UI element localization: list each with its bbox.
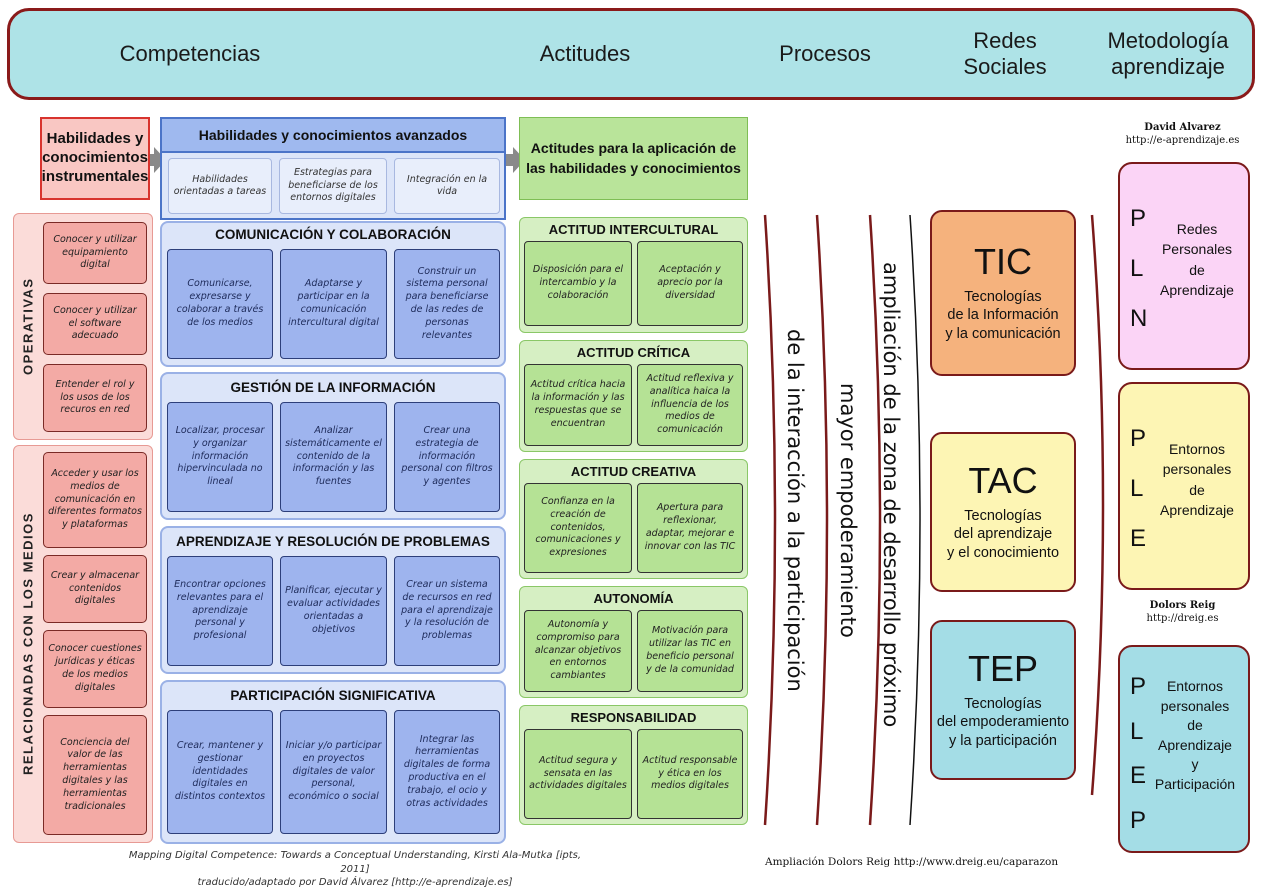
list-item: Conciencia del valor de las herramientas…	[43, 715, 147, 835]
group-title: GESTIÓN DE LA INFORMACIÓN	[230, 379, 436, 395]
header-procesos: Procesos	[779, 40, 871, 66]
header-redes-sociales: Redes Sociales	[963, 27, 1047, 79]
list-item: Crear una estrategia de información pers…	[394, 402, 500, 512]
actitudes-title: Actitudes para la aplicación de las habi…	[519, 117, 748, 200]
credit-david: David Alvarez http://e-aprendizaje.es	[1125, 122, 1240, 146]
net-acronym: TAC	[968, 459, 1038, 501]
arrow-right-icon	[140, 147, 166, 173]
group-title: ACTITUD CRÍTICA	[576, 344, 691, 360]
group-title: COMUNICACIÓN Y COLABORACIÓN	[215, 226, 451, 242]
process-brackets	[763, 214, 921, 826]
list-item: Actitud responsable y ética en los medio…	[637, 729, 743, 819]
group-title: RESPONSABILIDAD	[570, 709, 697, 725]
list-item: Crear y almacenar contenidos digitales	[43, 555, 147, 623]
list-item: Motivación para utilizar las TIC en bene…	[637, 610, 743, 692]
list-item: Crear, mantener y gestionar identidades …	[167, 710, 273, 834]
list-item: Construir un sistema personal para benef…	[394, 249, 500, 359]
list-item: Conocer y utilizar equipamiento digital	[43, 222, 147, 284]
list-item: Acceder y usar los medios de comunicació…	[43, 452, 147, 548]
group-title: AUTONOMÍA	[593, 590, 674, 606]
list-item: Analizar sistemáticamente el contenido d…	[280, 402, 387, 512]
list-item: Adaptarse y participar en la comunicació…	[280, 249, 387, 359]
operativas-label: OPERATIVAS	[20, 277, 36, 376]
list-item: Integrar las herramientas digitales de f…	[394, 710, 500, 834]
credit-dolors: Dolors Reig http://dreig.es	[1146, 600, 1219, 624]
avanzados-sub: Estrategias para beneficiarse de los ent…	[279, 158, 387, 214]
medios-label: RELACIONADAS CON LOS MEDIOS	[20, 512, 36, 776]
list-item: Aceptación y aprecio por la diversidad	[637, 241, 743, 326]
net-acronym: TEP	[967, 647, 1038, 689]
footer-citation: Mapping Digital Competence: Towards a Co…	[128, 850, 582, 888]
list-item: Conocer cuestiones jurídicas y éticas de…	[43, 630, 147, 708]
list-item: Localizar, procesar y organizar informac…	[167, 402, 273, 512]
group-title: ACTITUD INTERCULTURAL	[548, 221, 719, 237]
list-item: Actitud reflexiva y analítica haica la i…	[637, 364, 743, 446]
list-item: Comunicarse, expresarse y colaborar a tr…	[167, 249, 273, 359]
avanzados-title: Habilidades y conocimientos avanzados	[160, 117, 506, 153]
list-item: Encontrar opciones relevantes para el ap…	[167, 556, 273, 666]
list-item: Planificar, ejecutar y evaluar actividad…	[280, 556, 387, 666]
avanzados-sub: Integración en la vida	[394, 158, 500, 214]
net-acronym: TIC	[974, 240, 1032, 282]
list-item: Iniciar y/o participar en proyectos digi…	[280, 710, 387, 834]
header-actitudes: Actitudes	[539, 40, 631, 66]
group-title: PARTICIPACIÓN SIGNIFICATIVA	[230, 687, 436, 703]
list-item: Confianza en la creación de contenidos, …	[524, 483, 632, 573]
process-text: mayor empoderamiento	[836, 382, 860, 638]
list-item: Entender el rol y los usos de los recuro…	[43, 364, 147, 432]
footer-ampliacion: Ampliación Dolors Reig http://www.dreig.…	[765, 856, 1059, 868]
list-item: Conocer y utilizar el software adecuado	[43, 293, 147, 355]
process-text: de la interacción a la participación	[783, 328, 807, 692]
process-text: ampliación de la zona de desarrollo próx…	[879, 262, 903, 728]
metodologia-bracket	[1090, 214, 1105, 796]
list-item: Autonomía y compromiso para alcanzar obj…	[524, 610, 632, 692]
list-item: Crear un sistema de recursos en red para…	[394, 556, 500, 666]
arrow-right-icon	[499, 147, 525, 173]
list-item: Disposición para el intercambio y la col…	[524, 241, 632, 326]
instrumentales-title: Habilidades y conocimientos instrumental…	[40, 117, 150, 200]
group-title: APRENDIZAJE Y RESOLUCIÓN DE PROBLEMAS	[176, 533, 490, 549]
header-metodologia: Metodología aprendizaje	[1107, 27, 1229, 79]
list-item: Actitud crítica hacia la información y l…	[524, 364, 632, 446]
list-item: Actitud segura y sensata en las activida…	[524, 729, 632, 819]
list-item: Apertura para reflexionar, adaptar, mejo…	[637, 483, 743, 573]
header-banner	[7, 8, 1255, 100]
avanzados-sub: Habilidades orientadas a tareas	[168, 158, 272, 214]
header-competencias: Competencias	[119, 40, 261, 66]
group-title: ACTITUD CREATIVA	[570, 463, 697, 479]
